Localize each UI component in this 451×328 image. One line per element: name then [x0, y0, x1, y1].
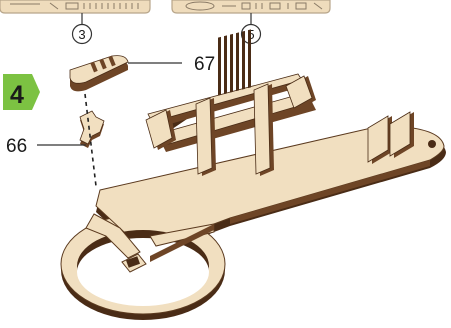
callout-66: 66: [6, 136, 27, 157]
part-plate-5: [172, 0, 330, 13]
part-67: [70, 56, 128, 92]
part-3-marker: 3: [73, 25, 92, 44]
step-badge: 4: [3, 74, 40, 110]
part-66: [80, 111, 104, 148]
part-3-label: 3: [78, 27, 85, 42]
callout-67: 67: [194, 54, 215, 75]
step-number: 4: [10, 81, 24, 109]
part-plate-3: [0, 0, 150, 13]
